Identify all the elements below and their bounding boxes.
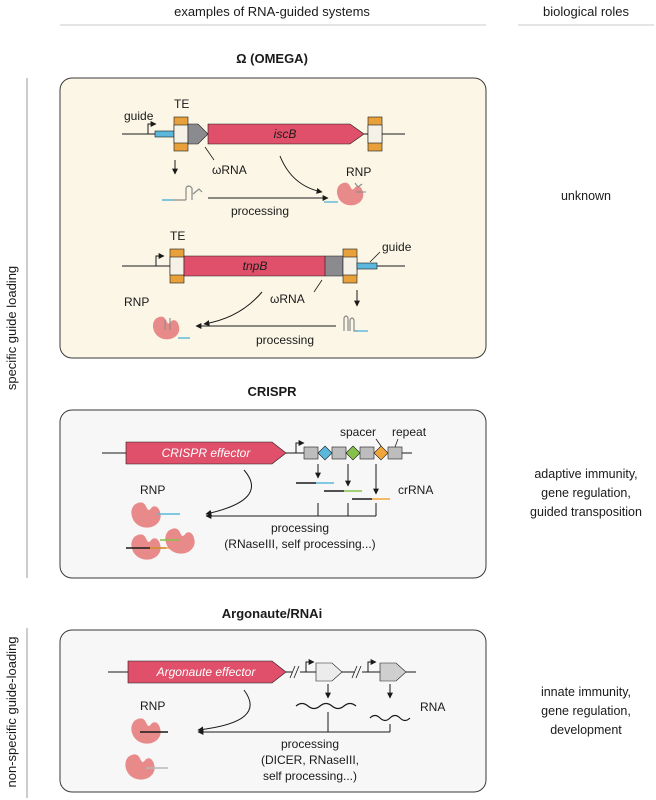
argonaute-title: Argonaute/RNAi [222, 606, 322, 621]
crispr-spacer-pointer [375, 438, 382, 447]
side-labels: specific guide loading non-specific guid… [4, 78, 28, 798]
tnpb-rnp-rna [164, 318, 171, 330]
crispr-repeat [359, 446, 375, 460]
argonaute-processing-detail-line: (DICER, RNaseIII, [261, 753, 359, 767]
iscb-processing-label: processing [231, 204, 289, 218]
tnpb-wrna-label: ωRNA [270, 292, 305, 306]
omega-panel: Ω (OMEGA) guide TE iscB ωRNA processing … [59, 51, 611, 359]
argonaute-panel: Argonaute/RNAi Argonaute effector RNA pr… [59, 606, 631, 793]
tnpb-rnp-label: RNP [124, 295, 149, 309]
argonaute-promoter-arrow [367, 659, 377, 672]
iscb-guide-segment [154, 130, 176, 138]
argonaute-effector-gene [127, 660, 287, 684]
crispr-role-line: adaptive immunity, [534, 467, 637, 481]
iscb-rnp-label: RNP [346, 165, 371, 179]
iscb-locus: guide TE iscB ωRNA processing RNP [122, 97, 405, 218]
crispr-crrna-label: crRNA [398, 483, 433, 497]
iscb-te-label: TE [174, 97, 189, 111]
tnpb-te-left-inner [169, 256, 185, 276]
argonaute-break [289, 665, 300, 679]
tnpb-translate-arrow [203, 291, 263, 327]
argonaute-processing-label: processing [281, 737, 339, 751]
argonaute-short-rna [369, 714, 411, 722]
crispr-spacer-green [345, 445, 361, 461]
argonaute-processing-detail-line: self processing...) [263, 769, 357, 783]
iscb-wrna-label: ωRNA [212, 163, 247, 177]
omega-title: Ω (OMEGA) [236, 51, 308, 66]
iscb-te-right-inner [367, 124, 383, 144]
iscb-te-left-inner [173, 124, 189, 144]
argonaute-role-line: gene regulation, [541, 704, 631, 718]
crispr-processing-bracket [317, 503, 377, 516]
argonaute-translate-arrow [197, 689, 251, 733]
tnpb-wrna-pointer [313, 279, 323, 293]
argonaute-rnp-label: RNP [140, 699, 165, 713]
crispr-repeat [331, 446, 347, 460]
argonaute-effector-label: Argonaute effector [156, 665, 257, 679]
tnpb-guide-label: guide [382, 240, 412, 254]
crispr-processing-detail: (RNaseIII, self processing...) [224, 537, 375, 551]
crispr-spacer-label: spacer [340, 425, 376, 439]
crispr-rnp-label: RNP [140, 483, 165, 497]
crispr-role-line: gene regulation, [541, 486, 631, 500]
tnpb-locus: TE tnpB guide ωRNA processing RNP [122, 229, 412, 347]
crispr-repeat [303, 446, 319, 460]
header-right: biological roles [543, 4, 629, 19]
tnpb-guide-pointer [369, 251, 381, 263]
argonaute-rna-label: RNA [420, 700, 445, 714]
argonaute-promoter-arrow [305, 659, 315, 672]
tnpb-promoter-arrow [155, 253, 165, 266]
iscb-wrna-pointer [204, 146, 215, 161]
iscb-rnp-rna [354, 182, 366, 193]
argonaute-processing-bracket [327, 712, 391, 732]
crispr-spacer-blue [317, 445, 333, 461]
argonaute-role-line: innate immunity, [541, 685, 631, 699]
crispr-title: CRISPR [247, 384, 297, 399]
iscb-guide-label: guide [124, 109, 154, 123]
tnpb-gene-label: tnpB [243, 259, 268, 273]
crispr-repeat-label: repeat [392, 425, 427, 439]
argonaute-locus-2 [379, 662, 407, 682]
crispr-array [303, 445, 403, 461]
header-left: examples of RNA-guided systems [174, 4, 370, 19]
argonaute-break [351, 665, 362, 679]
tnpb-processing-label: processing [256, 333, 314, 347]
iscb-translate-arrow [279, 155, 323, 194]
crispr-role-line: guided transposition [530, 505, 642, 519]
crispr-repeat [387, 446, 403, 460]
crispr-processing-label: processing [271, 521, 329, 535]
argonaute-locus-1 [315, 662, 343, 682]
iscb-wrna-block [187, 123, 209, 145]
crispr-spacer-orange [373, 445, 389, 461]
omega-role: unknown [561, 189, 611, 203]
side-label-bottom: non-specific guide-loading [4, 636, 19, 787]
argonaute-long-rna [295, 702, 357, 710]
header: examples of RNA-guided systems biologica… [60, 4, 654, 26]
crispr-translate-arrow [205, 469, 252, 516]
tnpb-guide-segment [356, 262, 378, 270]
argonaute-role-line: development [550, 723, 622, 737]
crispr-crrnas [296, 482, 390, 500]
crispr-repeat-pointer [394, 438, 399, 448]
tnpb-te-label: TE [170, 229, 185, 243]
side-label-top: specific guide loading [4, 266, 19, 390]
crispr-effector-gene [125, 441, 287, 465]
crispr-effector-label: CRISPR effector [162, 446, 252, 460]
crispr-promoter-arrow [295, 440, 305, 453]
iscb-gene [207, 123, 365, 145]
crispr-panel: CRISPR CRISPR effector spacer repeat [59, 384, 642, 579]
iscb-promoter-arrow [147, 121, 157, 134]
tnpb-te-right-inner [342, 256, 358, 276]
iscb-gene-label: iscB [274, 127, 297, 141]
tnpb-wrna-structure [343, 315, 358, 332]
